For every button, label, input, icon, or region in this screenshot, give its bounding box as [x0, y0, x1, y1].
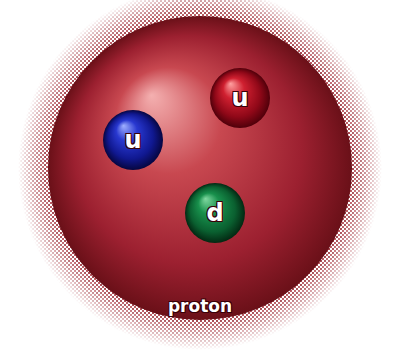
- quark-label: u: [231, 86, 248, 110]
- quark-sphere: u: [103, 110, 163, 170]
- quark-label: d: [206, 201, 223, 225]
- quark-body: [210, 68, 270, 128]
- quark-sphere: d: [185, 183, 245, 243]
- proton-sphere: proton u u d: [48, 16, 352, 320]
- quark-label: u: [124, 128, 141, 152]
- quark-body: [103, 110, 163, 170]
- quark-sphere: u: [210, 68, 270, 128]
- proton-body: [48, 16, 352, 320]
- quark-body: [185, 183, 245, 243]
- particle-label: proton: [168, 296, 232, 316]
- dithered-halo: [18, 0, 382, 350]
- sphere-outline: [48, 16, 352, 320]
